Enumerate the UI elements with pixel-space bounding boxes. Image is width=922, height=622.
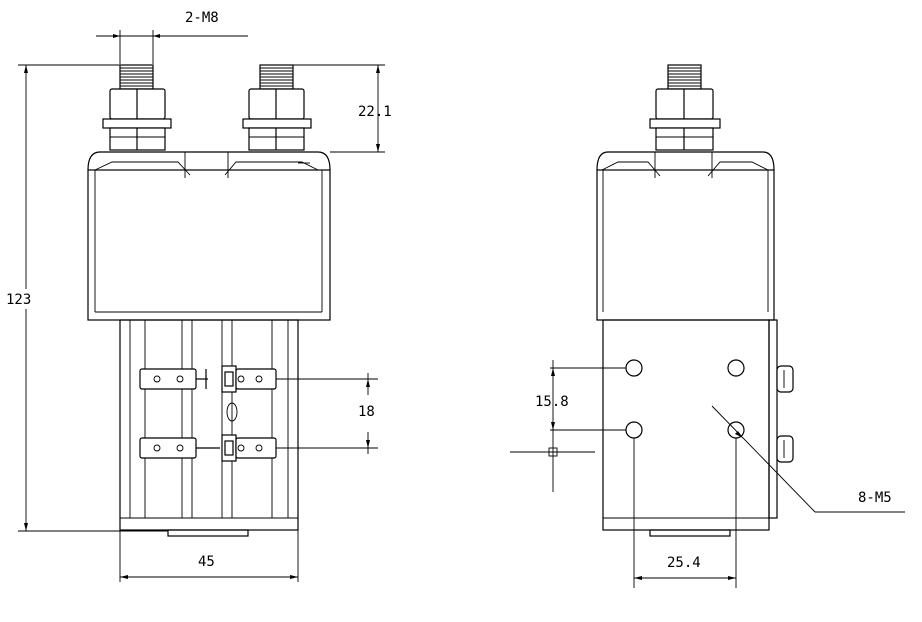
upper-housing xyxy=(87,169,331,321)
mount-hole-top-left xyxy=(625,359,643,377)
mount-hole-bottom-left xyxy=(625,421,643,439)
label-overall-height: 123 xyxy=(6,292,31,308)
label-mount-horizontal: 25.4 xyxy=(667,555,701,571)
dim-mount-hole-spec: 8-M5 xyxy=(711,405,905,513)
side-view: 15.8 25.4 8-M5 xyxy=(510,64,905,588)
label-aux-spacing: 18 xyxy=(358,404,375,420)
front-view: 2-M8 22.1 123 45 xyxy=(4,10,392,582)
side-lower-body xyxy=(602,319,794,537)
mount-hole-top-right xyxy=(727,359,745,377)
terminal-stud-right xyxy=(242,64,312,151)
aux-terminal-upper xyxy=(139,365,277,393)
lower-body xyxy=(119,319,299,537)
label-mount-vertical: 15.8 xyxy=(535,394,569,410)
label-body-width: 45 xyxy=(198,554,215,570)
dim-body-width: 45 xyxy=(119,530,299,582)
dim-thread-spec: 2-M8 xyxy=(96,10,248,64)
dim-aux-spacing: 18 xyxy=(276,373,378,454)
dim-overall-height: 123 xyxy=(4,64,168,532)
aux-terminal-lower xyxy=(139,434,277,462)
label-terminal-height: 22.1 xyxy=(358,104,392,120)
dim-mount-horizontal: 25.4 xyxy=(633,438,737,588)
label-mount-hole-spec: 8-M5 xyxy=(858,490,892,506)
top-cap xyxy=(87,151,331,178)
dim-mount-vertical: 15.8 xyxy=(510,360,626,492)
terminal-stud-left xyxy=(102,64,172,151)
dim-terminal-height: 22.1 xyxy=(293,64,392,153)
label-thread-spec: 2-M8 xyxy=(185,10,219,26)
side-top-cap xyxy=(596,151,775,178)
side-upper-housing xyxy=(596,169,775,321)
side-terminal-stud xyxy=(649,64,721,151)
